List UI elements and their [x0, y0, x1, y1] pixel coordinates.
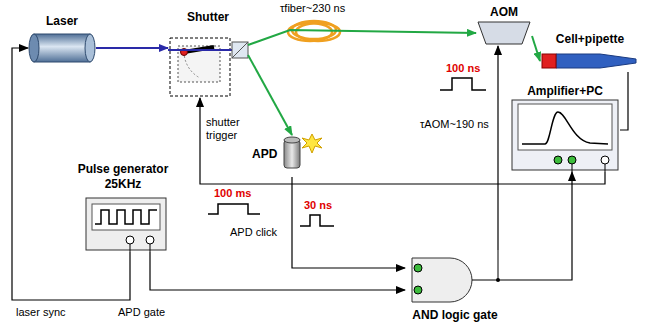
fiber-coil [296, 23, 340, 41]
cell [542, 54, 556, 68]
pulse-generator-node: Pulse generator25KHz [58, 162, 188, 252]
node-label: Laser [28, 14, 96, 28]
photon-flash [302, 134, 322, 153]
delay-label: τAOM~190 ns [420, 118, 489, 131]
generator-case [86, 198, 166, 250]
beam-splitter-face [232, 42, 248, 58]
pulse-width-label: 100 ms [214, 187, 251, 200]
gate-output [498, 250, 499, 280]
signal-label: laser sync [16, 306, 66, 319]
pulse-width-label: 30 ns [304, 199, 332, 212]
beam-splitter [232, 42, 248, 58]
node-label: Shutter [168, 10, 248, 24]
terminal-stub [150, 244, 151, 252]
aom-crystal [478, 22, 530, 44]
terminal-stub [572, 164, 573, 172]
junction-dot [496, 278, 500, 282]
signal-wire [497, 46, 498, 250]
and-gate-symbol [412, 258, 472, 302]
laser-aperture [85, 34, 95, 62]
scope-screen [518, 104, 612, 150]
gate-input [414, 264, 422, 272]
gate-input [414, 286, 422, 294]
signal-wire [292, 177, 405, 268]
laser-body [34, 34, 90, 62]
and-gate-node: AND logic gate [405, 250, 505, 325]
pulse-shape [440, 78, 486, 90]
output-terminal [146, 236, 154, 244]
delay-label: τfiber~230 ns [280, 2, 345, 15]
apd-detector [284, 140, 300, 168]
laser-beam [168, 49, 240, 51]
output-terminal [126, 236, 134, 244]
aom-node: AOM [476, 4, 532, 46]
input-terminal [568, 156, 576, 164]
node-label: 25KHz [58, 177, 188, 191]
signal-label: APD gate [118, 306, 165, 319]
node-label: Cell+pipette [540, 32, 640, 46]
signal-wire [150, 252, 405, 290]
terminal-stub [130, 244, 131, 252]
generator-screen [92, 204, 160, 230]
square-wave [95, 210, 157, 224]
laser-end [29, 34, 39, 62]
pulse-shape [300, 215, 334, 226]
shutter-node: Shutter [168, 10, 248, 98]
input-terminal [554, 156, 562, 164]
signal-wire [620, 72, 628, 130]
pipette [556, 54, 636, 68]
signal-label: shutter trigger [206, 116, 258, 142]
signal-label: APD click [230, 226, 277, 239]
shutter-frame [178, 46, 220, 82]
pulse-width-label: 100 ns [446, 62, 480, 75]
shutter-housing [170, 38, 230, 96]
cell-pipette-node: Cell+pipette [540, 30, 640, 72]
node-label: APD [252, 147, 277, 161]
shutter-swing [184, 52, 200, 78]
amplifier-pc-node: Amplifier+PC [510, 82, 620, 172]
light-path [248, 30, 476, 45]
signal-wire [200, 98, 605, 184]
apd-window [284, 137, 300, 143]
light-path [96, 47, 168, 49]
node-label: Amplifier+PC [510, 84, 620, 98]
signal-wire [505, 172, 572, 280]
recorded-trace [522, 112, 608, 144]
output-terminal [601, 156, 609, 164]
terminal-stub [605, 164, 606, 172]
node-label: AND logic gate [405, 308, 505, 322]
node-label: Pulse generator [58, 162, 188, 176]
apd-node: APD [250, 135, 306, 177]
light-path [532, 36, 540, 61]
laser-node: Laser [28, 14, 96, 64]
node-label: AOM [476, 5, 532, 19]
pulse-shape [208, 204, 260, 214]
gate-output [472, 280, 505, 281]
scope-case [512, 100, 618, 170]
